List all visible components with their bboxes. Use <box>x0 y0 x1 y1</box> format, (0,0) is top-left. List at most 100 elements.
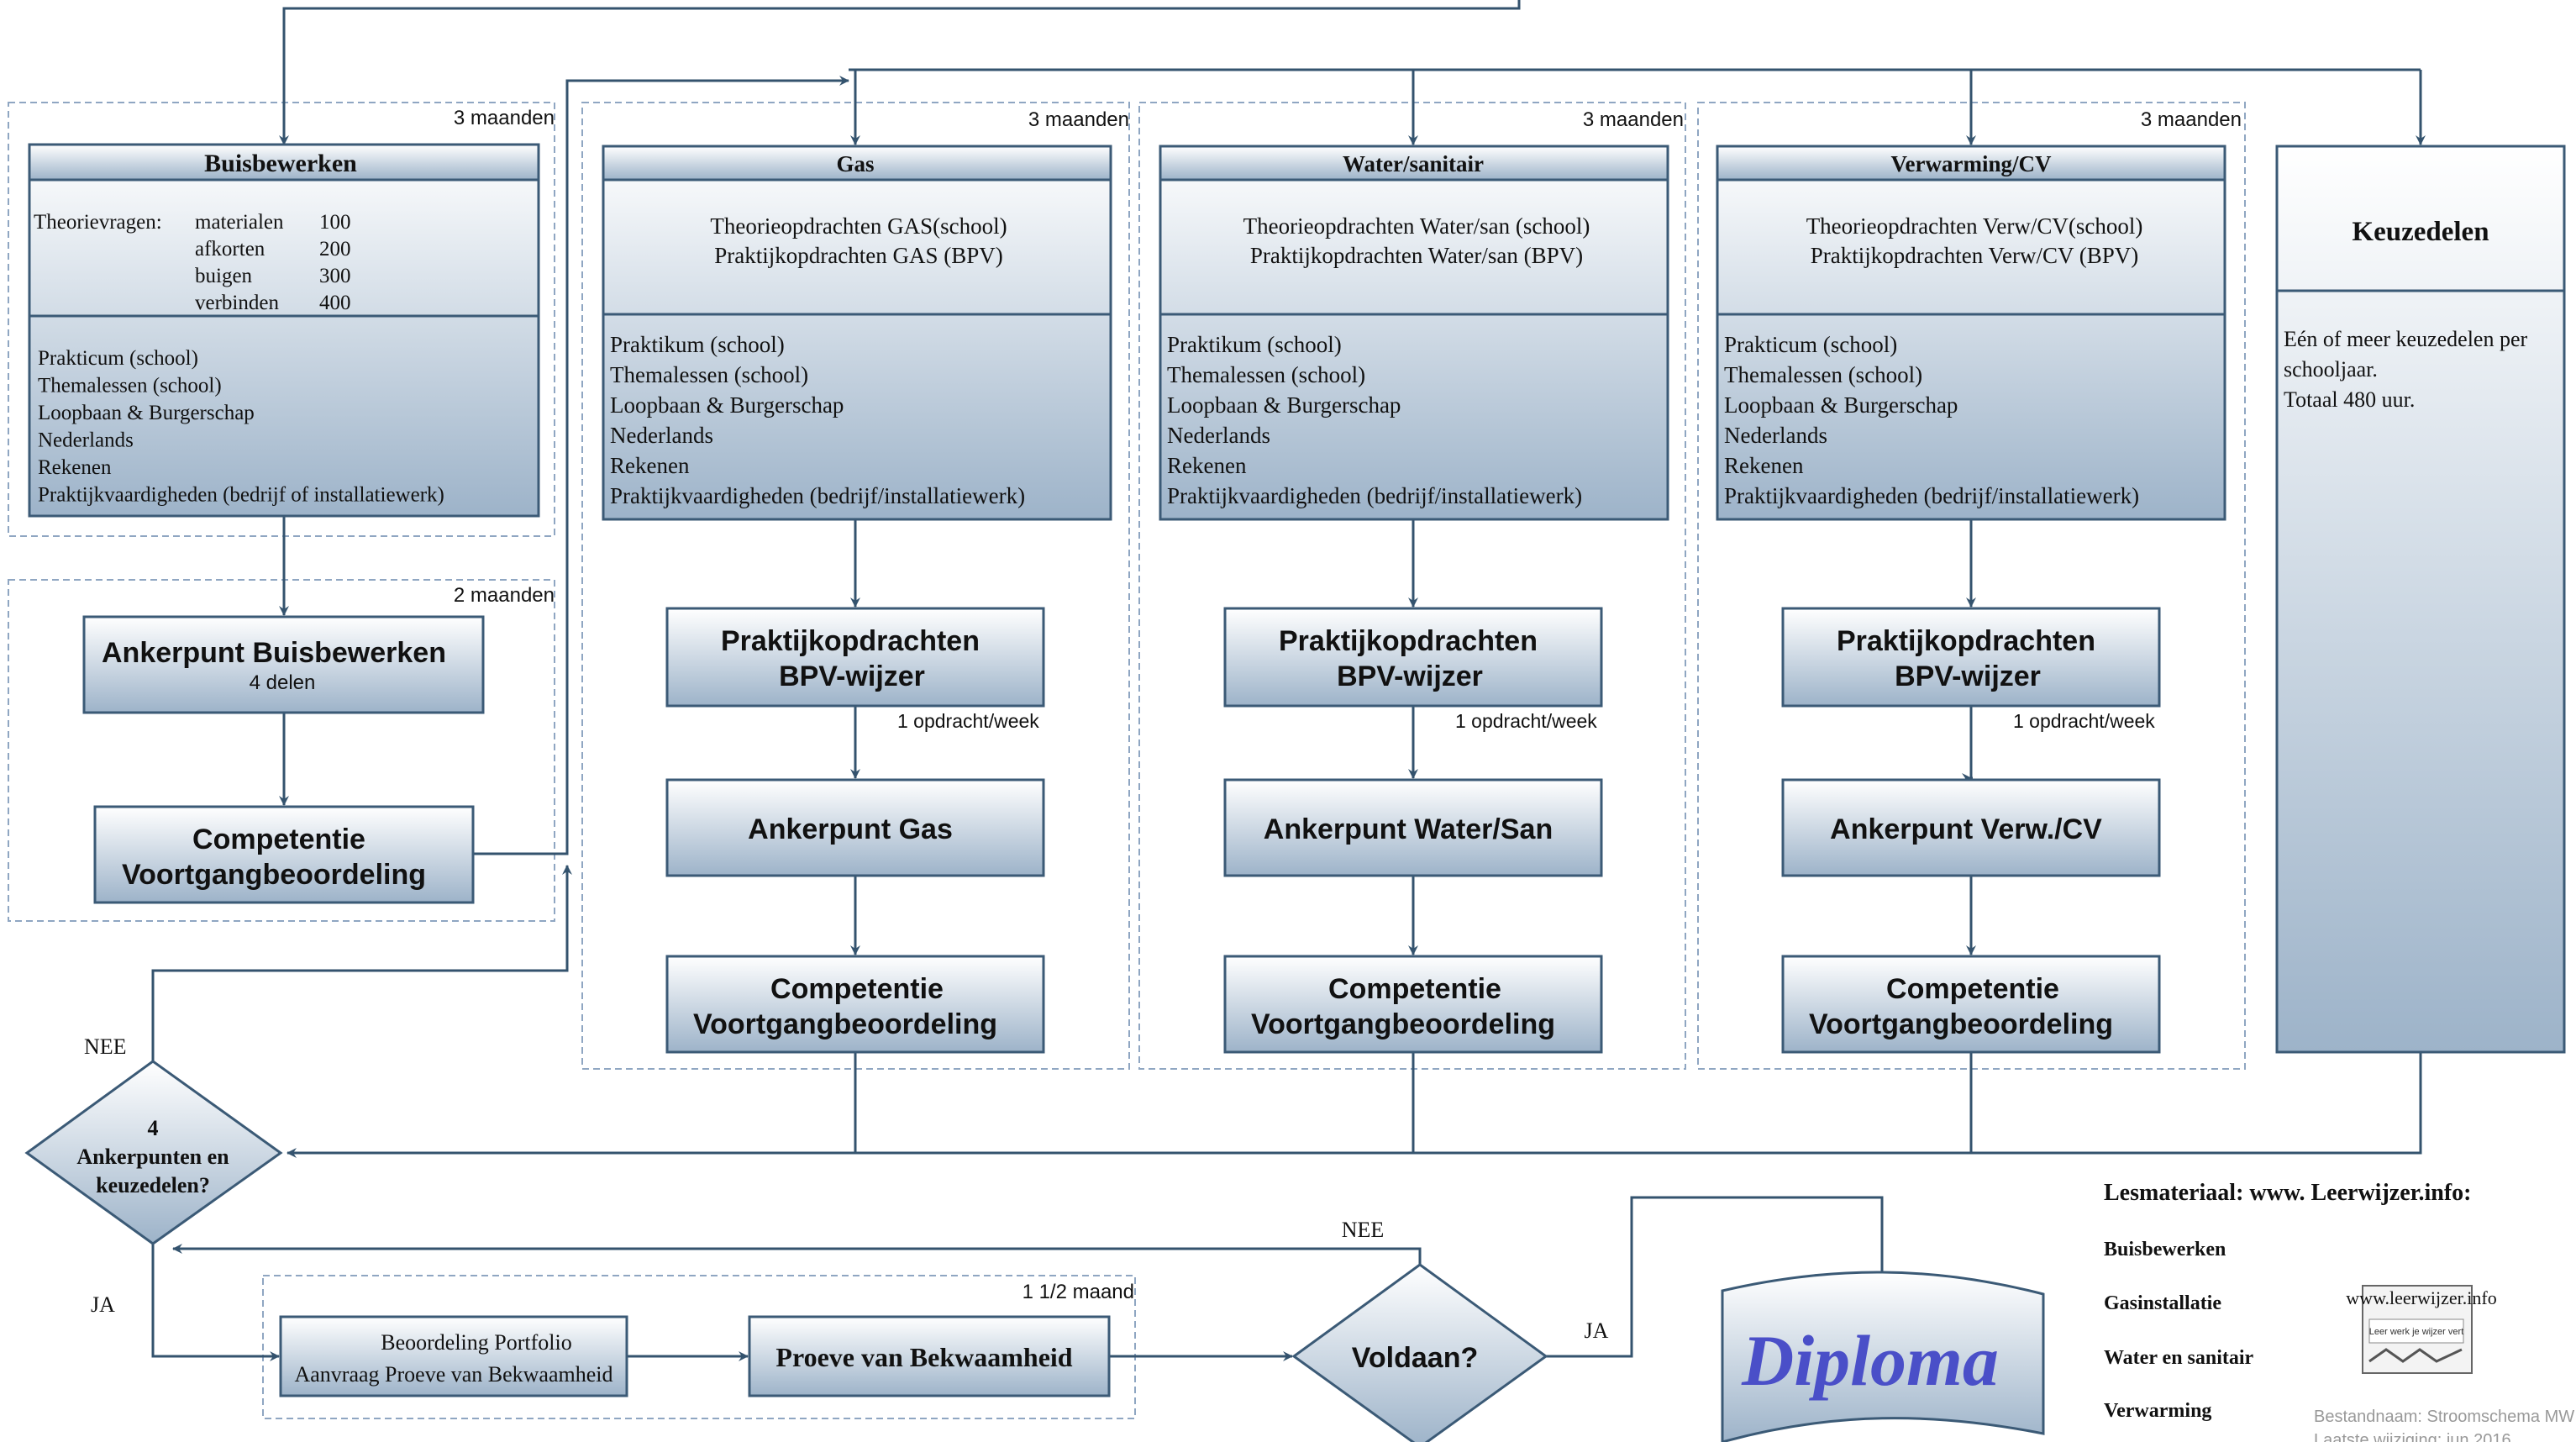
ankerpunt-buis-title: Ankerpunt Buisbewerken <box>102 637 446 669</box>
module-line: Loopbaan & Burgerschap <box>1724 392 1958 418</box>
module-line: Rekenen <box>610 453 690 478</box>
buis-theory-label: Theorievragen: <box>34 211 162 234</box>
module-line: Praktijkvaardigheden (bedrijf/installati… <box>1724 483 2139 508</box>
decision-voldaan-yes: JA <box>1585 1318 1609 1343</box>
decision-voldaan-no: NEE <box>1342 1218 1385 1242</box>
module-line: Prakticum (school) <box>1724 332 1897 357</box>
module-line: Nederlands <box>1724 423 1827 448</box>
module-competentie-line-1: Competentie <box>1328 973 1501 1005</box>
portfolio-line-2: Aanvraag Proeve van Bekwaamheid <box>294 1362 612 1387</box>
per-week-label: 1 opdracht/week <box>897 710 1039 732</box>
proeve-duration: 1 1/2 maand <box>1023 1281 1134 1303</box>
decision-ankerpunten-no: NEE <box>84 1034 127 1059</box>
buis-theory-count: 100 <box>319 211 351 234</box>
keuzedelen-line-3: Totaal 480 uur. <box>2284 387 2415 412</box>
decision-voldaan <box>1291 1263 1548 1442</box>
praktijk-line-2: BPV-wijzer <box>779 660 925 692</box>
module-line: Loopbaan & Burgerschap <box>1167 392 1401 418</box>
keuzedelen-line-2: schooljaar. <box>2284 357 2378 382</box>
group-frame-ankerpunt-buis <box>8 579 555 922</box>
competentie-buis-box <box>93 805 475 904</box>
module-line: Themalessen (school) <box>610 362 808 387</box>
praktijk-line-1: Praktijkopdrachten <box>1837 625 2095 657</box>
praktijk-line-1: Praktijkopdrachten <box>1279 625 1538 657</box>
module-line: Themalessen (school) <box>1167 362 1365 387</box>
connector-voldaan-ja <box>1546 1196 1887 1358</box>
lesmateriaal-item-1[interactable]: Buisbewerken <box>2104 1239 2226 1260</box>
module-competentie-line-2: Voortgangbeoordeling <box>1251 1008 1555 1040</box>
praktijk-line-2: BPV-wijzer <box>1337 660 1483 692</box>
module-ankerpunt-title: Ankerpunt Water/San <box>1264 813 1553 845</box>
module-ankerpunt-title: Ankerpunt Gas <box>748 813 953 845</box>
buis-line: Praktijkvaardigheden (bedrijf of install… <box>38 484 444 507</box>
ankerpunt-buis-duration: 2 maanden <box>454 584 555 607</box>
praktijk-line-2: BPV-wijzer <box>1895 660 2041 692</box>
lesmateriaal-item-2[interactable]: Gasinstallatie <box>2104 1292 2221 1314</box>
module-duration: 3 maanden <box>2141 108 2242 131</box>
module-box <box>1159 145 1669 521</box>
module-competentie-box <box>1223 955 1603 1054</box>
competentie-buis-line2: Voortgangbeoordeling <box>122 859 426 891</box>
diploma-banner <box>1721 1271 2045 1442</box>
competentie-buis-line1: Competentie <box>192 824 365 855</box>
buis-line: Themalessen (school) <box>38 375 222 397</box>
module-ankerpunt-box <box>665 778 1045 877</box>
portfolio-line-1: Beoordeling Portfolio <box>381 1330 571 1355</box>
module-theory-line: Theorieopdrachten Verw/CV(school) <box>1806 213 2143 239</box>
praktijk-box <box>665 607 1045 708</box>
leerwijzer-logo[interactable] <box>2362 1285 2473 1374</box>
module-competentie-line-1: Competentie <box>1886 973 2059 1005</box>
praktijk-box <box>1781 607 2161 708</box>
decision-ankerpunten-yes: JA <box>91 1292 115 1317</box>
module-line: Rekenen <box>1724 453 1804 478</box>
ankerpunt-buis-box <box>82 615 485 714</box>
group-frame-buisbewerken <box>8 102 555 537</box>
connector-verw-2 <box>1969 706 1973 780</box>
lesmateriaal-item-3[interactable]: Water en sanitair <box>2104 1347 2254 1369</box>
praktijk-line-1: Praktijkopdrachten <box>721 625 980 657</box>
buis-line: Nederlands <box>38 429 134 452</box>
portfolio-box <box>279 1315 628 1397</box>
module-line: Nederlands <box>1167 423 1270 448</box>
connector-voldaan-nee <box>172 1244 1422 1265</box>
proeve-box <box>748 1315 1111 1397</box>
footer-modified: Laatste wijziging: jun 2016 <box>2314 1431 2511 1442</box>
module-title: Verwarming/CV <box>1891 151 2052 176</box>
buis-theory-item: buigen <box>195 265 253 287</box>
connector-top-feed <box>279 0 1521 145</box>
module-title: Water/sanitair <box>1343 151 1484 176</box>
module-competentie-line-1: Competentie <box>770 973 944 1005</box>
buis-line: Loopbaan & Burgerschap <box>38 402 255 424</box>
buis-lines: Prakticum (school)Themalessen (school)Lo… <box>38 347 444 507</box>
module-theory-line: Praktijkopdrachten Verw/CV (BPV) <box>1811 243 2138 268</box>
lesmateriaal-item-4[interactable]: Verwarming <box>2104 1400 2211 1422</box>
module-competentie-line-2: Voortgangbeoordeling <box>1809 1008 2113 1040</box>
module-line: Praktijkvaardigheden (bedrijf/installati… <box>1167 483 1582 508</box>
keuzedelen-title: Keuzedelen <box>2352 217 2489 247</box>
buis-theory-item: verbinden <box>195 292 279 314</box>
module-theory-line: Theorieopdrachten GAS(school) <box>710 213 1007 239</box>
praktijk-box <box>1223 607 1603 708</box>
decision-ankerpunten-line-3: keuzedelen? <box>96 1173 210 1197</box>
ankerpunt-buis-subtitle: 4 delen <box>250 671 316 694</box>
connector-decision1-nee <box>151 865 572 1061</box>
module-line: Praktikum (school) <box>610 332 785 357</box>
lesmateriaal-title: Lesmateriaal: www. Leerwijzer.info: <box>2104 1180 2472 1206</box>
module-box <box>602 145 1112 521</box>
module-title: Gas <box>836 151 874 176</box>
diploma-text: Diploma <box>1741 1320 1999 1401</box>
module-duration: 3 maanden <box>1583 108 1684 131</box>
logo-subtext: Leer werk je wijzer vert <box>2369 1327 2463 1337</box>
buis-theory-count: 300 <box>319 265 351 287</box>
module-competentie-box <box>1781 955 2161 1054</box>
module-line: Themalessen (school) <box>1724 362 1922 387</box>
module-line: Rekenen <box>1167 453 1247 478</box>
keuzedelen-box <box>2275 145 2566 1054</box>
buis-duration: 3 maanden <box>454 107 555 129</box>
module-box <box>1716 145 2226 521</box>
logo-text: www.leerwijzer.info <box>2346 1287 2496 1308</box>
decision-ankerpunten <box>24 1060 283 1245</box>
